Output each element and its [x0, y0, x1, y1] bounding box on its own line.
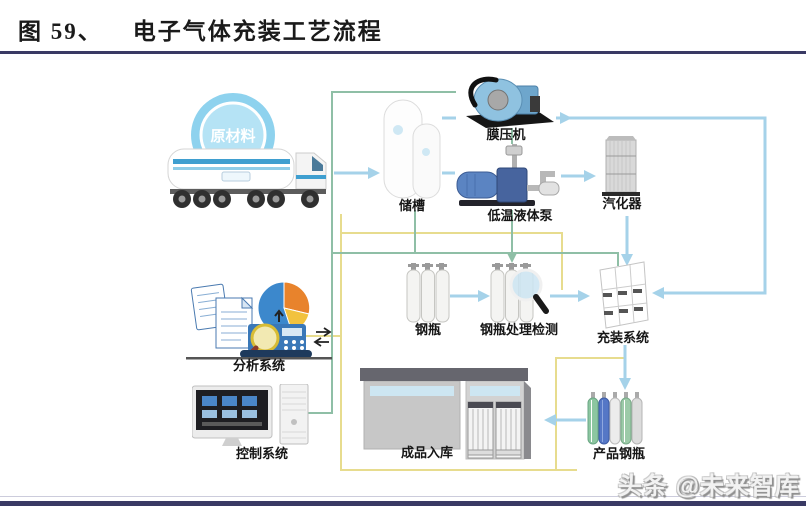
title-divider [0, 51, 806, 54]
product-cylinders-icon [587, 392, 643, 445]
analysis-system-label: 分析系统 [232, 358, 285, 373]
node-control-system [191, 383, 312, 446]
exchange-arrows-icon [313, 327, 332, 347]
node-vaporizer [596, 136, 648, 198]
watermark: 头条 @未来智库 [617, 473, 800, 500]
tanker-truck-icon: 原材料 [167, 93, 327, 208]
product-cylinders-label: 产品钢瓶 [592, 446, 645, 461]
pc-tower-icon [279, 383, 309, 445]
flow-compressor-to-filling [556, 116, 767, 295]
figure-number: 图 59、 [18, 19, 103, 44]
cylinders-label: 钢瓶 [414, 322, 441, 337]
cylinder-inspection-icon [490, 263, 549, 323]
storage-tank-label: 储槽 [398, 198, 425, 213]
storage-tank-icon [383, 99, 441, 199]
control-system-label: 控制系统 [235, 446, 288, 461]
finished-warehouse-label: 成品入库 [400, 445, 453, 460]
node-storage-tank [383, 98, 441, 200]
membrane-compressor-label: 膜压机 [486, 127, 526, 142]
node-filling-system [594, 260, 652, 330]
control-system-icon [191, 383, 309, 446]
raw-material-badge-label: 原材料 [210, 127, 255, 145]
node-cryogenic-pump [455, 144, 561, 210]
vaporizer-icon [602, 136, 640, 196]
bottom-divider [0, 501, 806, 506]
node-analysis-system [186, 280, 332, 360]
cylinder-treatment-label: 钢瓶处理检测 [479, 322, 558, 337]
node-raw-material: 原材料 [166, 93, 332, 213]
figure-title-text: 电子气体充装工艺流程 [132, 19, 383, 44]
filling-system-icon [599, 261, 649, 329]
node-cylinder-treatment [488, 258, 550, 324]
cryogenic-pump-label: 低温液体泵 [487, 208, 553, 223]
bottom-divider-light [0, 496, 806, 497]
cylinders-icon [406, 263, 450, 323]
node-membrane-compressor [456, 76, 556, 128]
analysis-system-icon [186, 281, 332, 360]
node-cylinders [406, 258, 450, 324]
filling-system-label: 充装系统 [596, 330, 649, 345]
membrane-compressor-icon [456, 76, 556, 128]
cryogenic-pump-icon [455, 144, 561, 210]
node-product-cylinders [586, 390, 648, 446]
vaporizer-label: 汽化器 [602, 196, 642, 211]
green-line-filling [332, 252, 619, 266]
figure-title: 图 59、 电子气体充装工艺流程 [18, 12, 383, 46]
